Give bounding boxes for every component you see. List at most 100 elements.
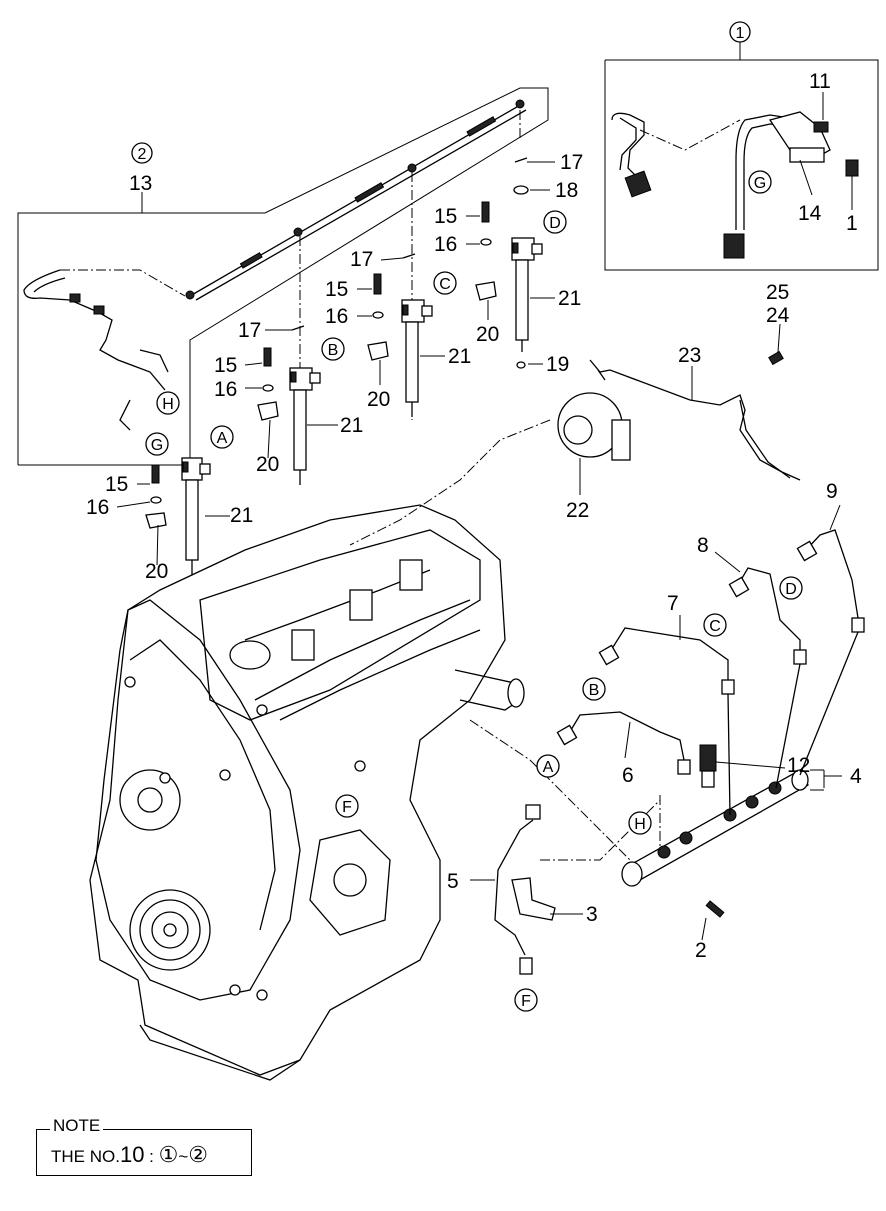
- svg-text:2: 2: [138, 146, 147, 163]
- cam-sensor-assembly: [349, 350, 801, 546]
- label-25: 25: [766, 281, 789, 304]
- label-23: 23: [678, 344, 701, 367]
- circled-f-pipe: F: [514, 988, 538, 1012]
- svg-text:G: G: [754, 175, 766, 192]
- clamp-20-a: [145, 512, 167, 529]
- o-ring-18: [513, 185, 529, 195]
- label-17: 17: [350, 248, 373, 271]
- label-8: 8: [697, 534, 709, 557]
- note-tilde: ~: [178, 1147, 189, 1166]
- clip-17-b: [402, 253, 416, 259]
- label-16: 16: [325, 305, 348, 328]
- svg-text:C: C: [439, 276, 451, 293]
- circled-h-hose: H: [156, 391, 180, 415]
- note-text: THE NO.10 : ①~②: [51, 1142, 208, 1168]
- label-14: 14: [798, 202, 822, 225]
- svg-text:C: C: [709, 618, 721, 635]
- svg-text:A: A: [543, 759, 554, 776]
- label-21: 21: [558, 287, 581, 310]
- note-separator: :: [144, 1147, 159, 1166]
- circled-g-sensor: G: [748, 170, 772, 194]
- circled-group-2: 2: [131, 142, 153, 164]
- label-2: 2: [695, 939, 707, 962]
- circled-d-injector: D: [543, 210, 567, 234]
- label-20: 20: [367, 388, 390, 411]
- label-21: 21: [230, 504, 253, 527]
- label-13: 13: [129, 172, 152, 195]
- pressure-sensor-12: [699, 744, 717, 772]
- injector-a: [181, 457, 211, 575]
- bolt-2: [705, 900, 725, 918]
- label-17: 17: [560, 151, 583, 174]
- part-number-labels: 13 15 16 20 21 15 16 17 20 21 15 16 17 2…: [86, 70, 862, 962]
- label-19: 19: [546, 353, 569, 376]
- label-9: 9: [826, 480, 838, 503]
- circled-g-hose: G: [145, 432, 169, 456]
- note-prefix: THE NO.: [51, 1147, 120, 1166]
- label-21: 21: [340, 414, 363, 437]
- clip-17-c: [514, 157, 528, 163]
- injector-b: [289, 367, 321, 485]
- svg-text:F: F: [521, 993, 531, 1010]
- svg-text:F: F: [342, 799, 352, 816]
- circled-b-pipe: B: [582, 677, 606, 701]
- circled-a-injector: A: [210, 425, 234, 449]
- circled-a-pipe: A: [536, 754, 560, 778]
- note-range-to: ②: [188, 1142, 209, 1167]
- return-hose-assembly-group: [17, 87, 549, 480]
- label-15: 15: [105, 473, 128, 496]
- svg-text:A: A: [217, 430, 228, 447]
- label-5: 5: [447, 870, 459, 893]
- note-title: NOTE: [50, 1116, 104, 1136]
- clamp-20-c: [367, 341, 389, 361]
- note-range-from: ①: [158, 1142, 179, 1167]
- label-3: 3: [586, 903, 598, 926]
- oil-filler-cap: [229, 640, 271, 670]
- label-15: 15: [434, 205, 457, 228]
- clip-17-a: [291, 325, 305, 331]
- label-16: 16: [214, 378, 237, 401]
- label-16: 16: [86, 496, 109, 519]
- svg-text:D: D: [549, 215, 561, 232]
- label-16: 16: [434, 233, 457, 256]
- circled-callouts: 1 2 A A B B C C: [131, 21, 803, 1012]
- label-18: 18: [555, 179, 578, 202]
- label-4: 4: [850, 765, 862, 788]
- svg-text:1: 1: [736, 25, 745, 42]
- fuel-rail-assembly: [469, 529, 865, 975]
- circled-d-pipe: D: [779, 576, 803, 600]
- circled-c-injector: C: [433, 271, 457, 295]
- label-22: 22: [566, 499, 589, 522]
- svg-text:H: H: [634, 816, 646, 833]
- leader-lines: [116, 92, 853, 941]
- note-box: [36, 1129, 252, 1176]
- svg-text:B: B: [589, 682, 600, 699]
- bolt-15-b: [263, 347, 272, 367]
- circled-f-engine: F: [335, 794, 359, 818]
- bolt-15-a: [151, 464, 160, 484]
- sensor-hose-group: [604, 42, 879, 271]
- bolt-15-c: [373, 273, 382, 295]
- label-15: 15: [214, 354, 237, 377]
- circled-b-injector: B: [321, 337, 345, 361]
- svg-text:G: G: [151, 437, 163, 454]
- circled-h-rail: H: [628, 811, 652, 835]
- engine-block: [89, 504, 525, 1081]
- bolt-15-d: [481, 201, 490, 223]
- clamp-20-b: [257, 401, 279, 421]
- circled-c-pipe: C: [703, 613, 727, 637]
- label-20: 20: [256, 453, 279, 476]
- label-11: 11: [809, 70, 831, 93]
- svg-text:H: H: [162, 396, 174, 413]
- circled-group-1: 1: [729, 21, 751, 43]
- bracket-3: [511, 877, 556, 921]
- injectors: [145, 157, 543, 575]
- svg-text:B: B: [328, 342, 339, 359]
- label-20: 20: [476, 323, 499, 346]
- label-21: 21: [448, 345, 471, 368]
- label-7: 7: [667, 592, 679, 615]
- label-15: 15: [325, 278, 348, 301]
- injector-d: [511, 237, 543, 352]
- note-number: 10: [119, 1142, 145, 1167]
